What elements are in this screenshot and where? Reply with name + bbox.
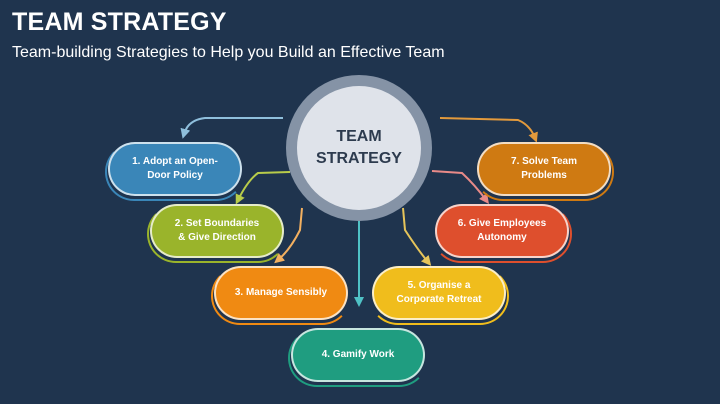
arrow-2 xyxy=(235,171,291,205)
arrow-3 xyxy=(274,207,303,264)
pill-accent-3 xyxy=(211,267,351,325)
center-node: TEAM STRATEGY xyxy=(297,86,421,210)
slide-subtitle: Team-building Strategies to Help you Bui… xyxy=(12,44,445,61)
pill-accent-4 xyxy=(288,329,428,387)
pill-accent-6 xyxy=(432,205,572,263)
pill-accent-7 xyxy=(474,143,614,201)
center-line-1: TEAM xyxy=(336,128,382,145)
strategy-2: 2. Set Boundaries & Give Direction xyxy=(150,204,284,258)
strategy-5: 5. Organise a Corporate Retreat xyxy=(372,266,506,320)
strategy-6: 6. Give Employees Autonomy xyxy=(435,204,569,258)
strategy-1: 1. Adopt an Open-Door Policy xyxy=(108,142,242,196)
center-line-2: STRATEGY xyxy=(316,150,402,167)
arrow-5 xyxy=(402,207,432,266)
pill-accent-2 xyxy=(147,205,287,263)
arrow-6 xyxy=(431,170,489,205)
strategy-4: 4. Gamify Work xyxy=(291,328,425,382)
slide-title: TEAM STRATEGY xyxy=(12,8,227,36)
pill-accent-1 xyxy=(105,143,245,201)
arrow-1 xyxy=(180,117,283,139)
strategy-3: 3. Manage Sensibly xyxy=(214,266,348,320)
pill-accent-5 xyxy=(369,267,509,325)
arrow-7 xyxy=(439,117,538,143)
center-inner xyxy=(297,86,421,210)
strategy-7: 7. Solve Team Problems xyxy=(477,142,611,196)
